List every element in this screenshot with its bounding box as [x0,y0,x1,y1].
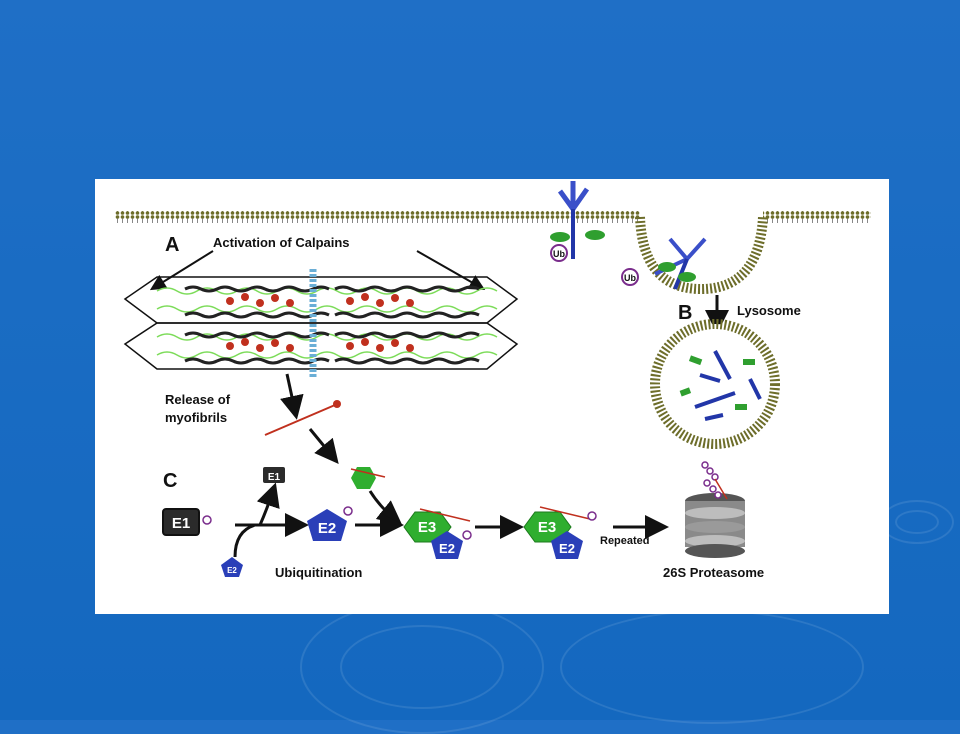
ub-label: Ub [624,273,636,283]
background-ripple [895,510,939,534]
svg-text:E2: E2 [227,566,237,575]
panel-a-letter: A [165,234,179,256]
ub-label: Ub [553,249,565,259]
release-line2: myofibrils [165,410,227,425]
panel-a-title: Activation of Calpains [213,235,350,250]
svg-text:E2: E2 [559,541,575,556]
svg-text:E1: E1 [172,515,190,532]
ubiquitin-proteasome-diagram: Ub Ub A Activation of Calpains [115,181,871,580]
panel-b-letter: B [678,302,692,324]
lysosome [650,319,780,449]
panel-c-letter: C [163,470,177,492]
e3-e2-complex-1: E3 E2 [403,508,472,559]
receptor-ub-1: Ub [550,181,605,262]
svg-text:E3: E3 [538,519,556,536]
proteasome-label: 26S Proteasome [663,565,764,580]
e2-enzyme: E2 [307,506,353,541]
sarcomere [123,269,519,379]
svg-text:E2: E2 [318,520,336,537]
e1-enzyme: E1 [162,508,212,536]
e3-small [350,467,386,489]
svg-text:E3: E3 [418,519,436,536]
e2-small: E2 [221,557,243,577]
proteasome-26s [685,461,745,558]
receptor-ub-2: Ub [621,237,707,290]
panel-b-title: Lysosome [737,303,801,318]
ubiquitination-label: Ubiquitination [275,565,362,580]
background-ripple [560,610,864,724]
cell-membrane [115,211,871,295]
diagram-panel: Ub Ub A Activation of Calpains [95,179,889,614]
repeated-label: Repeated [600,535,650,547]
release-line1: Release of [165,392,231,407]
svg-text:E1: E1 [268,472,281,483]
myofibril-fragment [264,404,336,436]
e3-e2-complex-2: E3 E2 [523,506,597,559]
e1-small: E1 [263,467,285,483]
svg-text:E2: E2 [439,541,455,556]
background-ripple [340,625,504,709]
